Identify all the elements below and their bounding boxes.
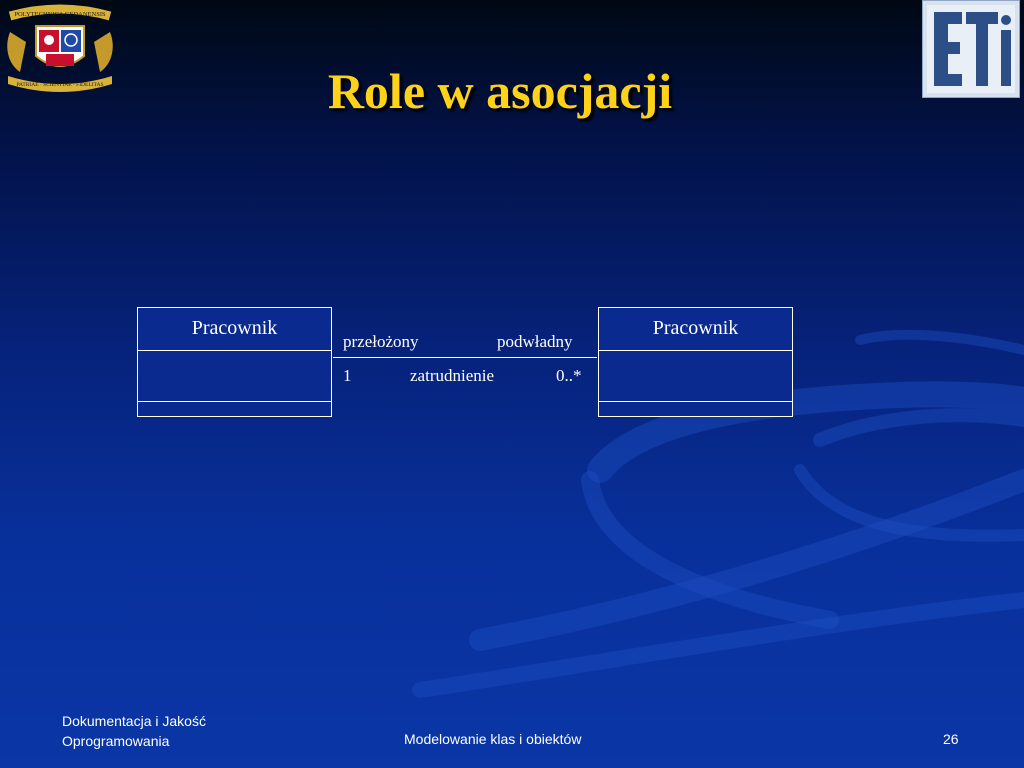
slide-title: Role w asocjacji — [327, 63, 673, 119]
university-crest-logo: POLYTECHNICA GEDANENSIS PATRIAE · SCIENT… — [7, 4, 113, 92]
class-attributes-left — [138, 351, 331, 402]
class-name-left: Pracownik — [138, 308, 331, 351]
svg-text:PATRIAE · SCIENTIAE · FIDELITA: PATRIAE · SCIENTIAE · FIDELITAS — [16, 82, 103, 88]
class-name-right: Pracownik — [599, 308, 792, 351]
uml-class-left: Pracownik — [137, 307, 332, 417]
footer-course-line2: Oprogramowania — [62, 733, 170, 749]
association-line — [333, 357, 597, 358]
multiplicity-right: 0..* — [556, 366, 582, 385]
class-attributes-right — [599, 351, 792, 402]
association-name: zatrudnienie — [410, 366, 495, 385]
role-left: przełożony — [343, 332, 419, 351]
footer-topic: Modelowanie klas i obiektów — [404, 731, 582, 747]
eti-logo — [922, 0, 1020, 98]
multiplicity-left: 1 — [343, 366, 352, 385]
footer-page-number: 26 — [943, 731, 959, 747]
svg-text:POLYTECHNICA GEDANENSIS: POLYTECHNICA GEDANENSIS — [14, 11, 106, 18]
role-right: podwładny — [497, 332, 573, 351]
footer-course-line1: Dokumentacja i Jakość — [62, 713, 206, 729]
footer-course: Dokumentacja i Jakość Oprogramowania — [62, 711, 206, 751]
uml-class-right: Pracownik — [598, 307, 793, 417]
